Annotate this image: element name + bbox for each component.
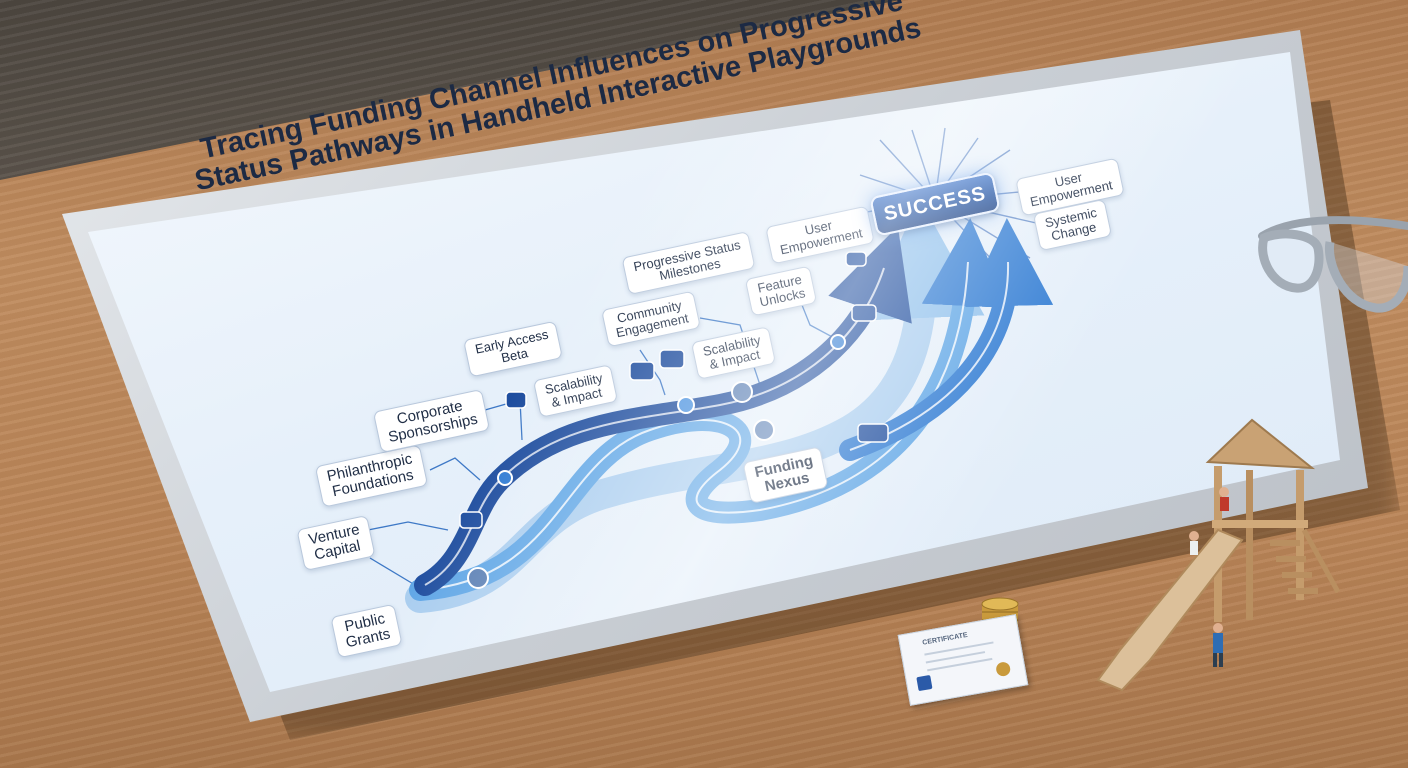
node-play-1 [459, 511, 483, 529]
glasses-icon [1258, 216, 1408, 313]
node-corporate [505, 391, 527, 409]
node-vc [497, 470, 513, 486]
playground-icon [1096, 418, 1341, 692]
node-feature [830, 334, 846, 350]
node-nexus-marker [857, 423, 889, 443]
path-nodes [459, 251, 889, 589]
node-handshake [851, 304, 877, 322]
node-play-3 [659, 349, 685, 369]
path-light-highlight [419, 261, 969, 591]
certificate-seal-icon [916, 674, 933, 692]
node-top [845, 251, 867, 267]
node-nexus-entry [753, 419, 775, 441]
node-community [677, 396, 695, 414]
certificate-title: CERTIFICATE [921, 631, 969, 647]
node-scalability [731, 381, 753, 403]
node-grants [467, 567, 489, 589]
node-play-2 [629, 361, 655, 381]
certificate-coin-icon [995, 661, 1012, 678]
path-nexus-highlight [849, 261, 1010, 451]
